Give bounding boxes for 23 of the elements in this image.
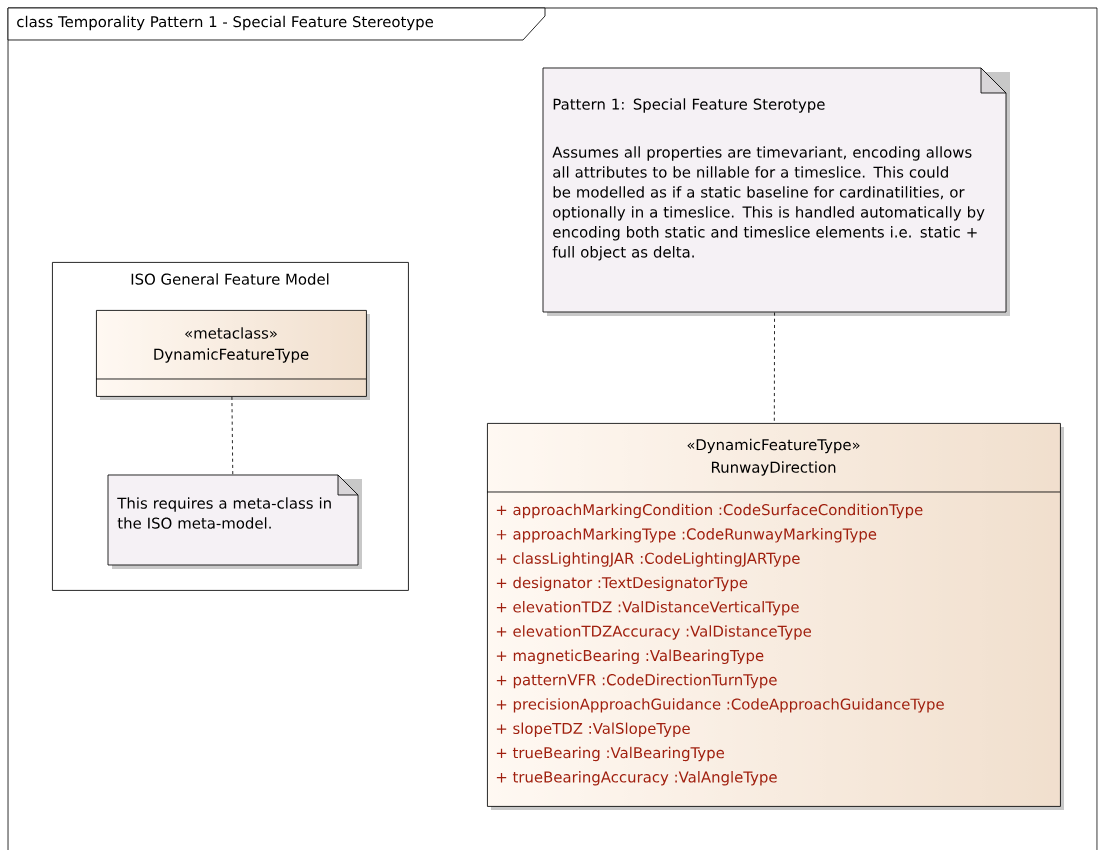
- note-text: This requires a meta-class in the ISO meta-model.: [117, 497, 331, 529]
- stereotype-label: «DynamicFeatureType»: [687, 438, 860, 454]
- attribute-text: + approachMarkingType :CodeRunwayMarkingType: [496, 528, 877, 543]
- attribute-text: + elevationTDZ :ValDistanceVerticalType: [496, 600, 799, 616]
- package-title: ISO General Feature Model: [131, 273, 329, 285]
- class-name: DynamicFeatureType: [154, 348, 309, 363]
- attribute-text: + approachMarkingCondition :CodeSurfaceConditionType: [496, 503, 923, 519]
- attribute-text: + patternVFR :CodeDirectionTurnType: [496, 673, 777, 689]
- stereotype-label: «metaclass»: [185, 327, 277, 339]
- attribute-text: + classLightingJAR :CodeLightingJARType: [496, 552, 800, 567]
- connector-line: [773, 312, 775, 424]
- attribute-text: + designator :TextDesignatorType: [496, 576, 748, 592]
- class-box: [95, 310, 370, 400]
- attribute-text: + trueBearingAccuracy :ValAngleType: [496, 771, 777, 786]
- attribute-text: + precisionApproachGuidance :CodeApproachGuidanceType: [496, 698, 944, 713]
- connector-line: [231, 396, 234, 476]
- class-name: RunwayDirection: [711, 461, 836, 476]
- attribute-text: + magneticBearing :ValBearingType: [496, 649, 764, 664]
- attribute-text: + trueBearing :ValBearingType: [496, 746, 724, 762]
- attribute-text: + elevationTDZAccuracy :ValDistanceType: [496, 625, 811, 640]
- frame-title: class Temporality Pattern 1 - Special Feature Stereotype: [7, 7, 546, 41]
- class-box: [486, 423, 1064, 810]
- attribute-text: + slopeTDZ :ValSlopeType: [496, 722, 690, 737]
